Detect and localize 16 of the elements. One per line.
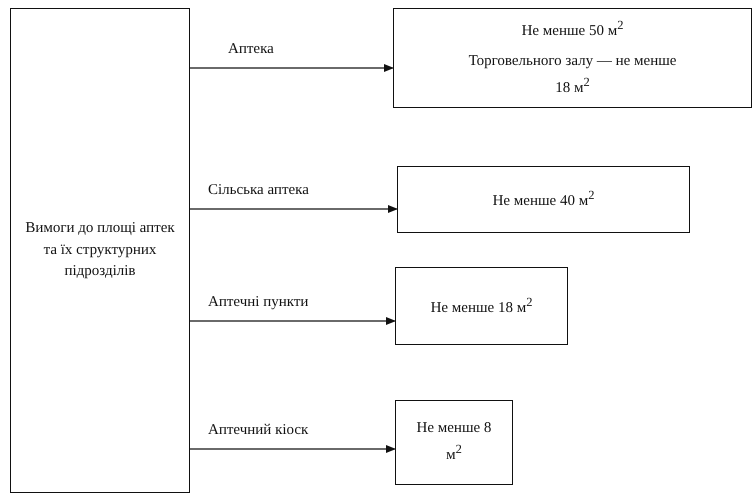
area-text: Не менше 50 м$^{2}$ xyxy=(522,17,624,42)
requirement-box xyxy=(397,166,690,233)
arrow xyxy=(190,445,396,453)
requirement-box xyxy=(393,8,752,108)
area-text: Не менше 18 м$^{2}$ xyxy=(430,294,532,318)
arrow xyxy=(190,64,394,72)
area-text: Не менше 40 м$^{2}$ xyxy=(492,187,594,212)
area-text: Торговельного залу — не менше 18 м$^{2}$ xyxy=(468,52,678,98)
arrow xyxy=(190,205,398,213)
category-box xyxy=(10,8,190,493)
requirement-box xyxy=(395,267,568,345)
area-text: Вимоги до площі аптек та їх структурних підрозділів xyxy=(25,218,175,282)
edge-label: Аптечні пункти xyxy=(206,293,310,311)
area-text: Не менше 8 м$^{2}$ xyxy=(416,419,492,465)
requirement-box xyxy=(395,400,513,485)
arrow xyxy=(190,317,396,325)
